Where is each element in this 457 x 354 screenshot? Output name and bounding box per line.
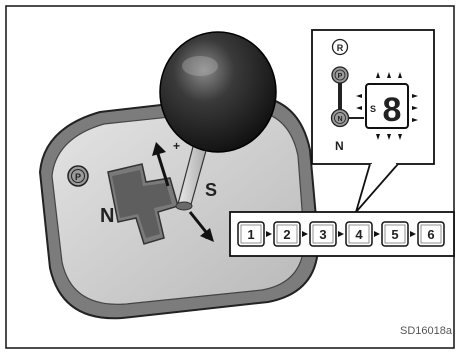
- gear-sequence-strip: 1 2 3 4 5 6: [229, 211, 455, 257]
- strip-arrow-icon: [266, 231, 272, 237]
- up-arrow-icon: [152, 142, 170, 187]
- strip-arrow-icon: [338, 231, 344, 237]
- gear-cell-label: 5: [391, 227, 398, 242]
- gear-cell: 3: [309, 221, 344, 247]
- gear-cell-label: 1: [247, 227, 254, 242]
- strip-arrow-icon: [410, 231, 416, 237]
- down-arrow-icon: [188, 211, 214, 242]
- gear-display: S 8: [356, 72, 418, 140]
- park-badge: P: [67, 165, 89, 187]
- shift-knob: [159, 31, 277, 153]
- gate-label-s: S: [205, 180, 217, 200]
- gate-label-plus: +: [173, 139, 180, 153]
- shift-gate: [107, 163, 179, 245]
- display-s-label: S: [370, 104, 376, 114]
- inset-park-badge-label: P: [338, 73, 343, 80]
- park-badge-label: P: [75, 172, 81, 182]
- inset-n-label: N: [335, 139, 344, 153]
- gear-cell: 6: [417, 221, 445, 247]
- gear-cell-label: 6: [427, 227, 434, 242]
- inset-neutral-badge: [330, 108, 350, 128]
- gear-cell: 5: [381, 221, 416, 247]
- gear-cell: 4: [345, 221, 380, 247]
- reverse-badge-label: R: [337, 43, 344, 53]
- inset-neutral-badge-label: N: [337, 116, 342, 123]
- gear-cell-label: 3: [319, 227, 326, 242]
- gear-cell-label: 4: [355, 227, 363, 242]
- blink-rays-icon: [356, 72, 418, 140]
- strip-arrow-icon: [374, 231, 380, 237]
- gate-label-n: N: [100, 205, 114, 227]
- display-digit: 8: [383, 91, 402, 129]
- indicator-inset: R P N N S 8: [311, 29, 435, 165]
- gear-cell-label: 2: [283, 227, 290, 242]
- reverse-badge: [331, 38, 349, 56]
- gear-cell: 1: [237, 221, 272, 247]
- figure-code: SD16018a: [400, 325, 453, 337]
- gear-cell: 2: [273, 221, 308, 247]
- strip-arrow-icon: [302, 231, 308, 237]
